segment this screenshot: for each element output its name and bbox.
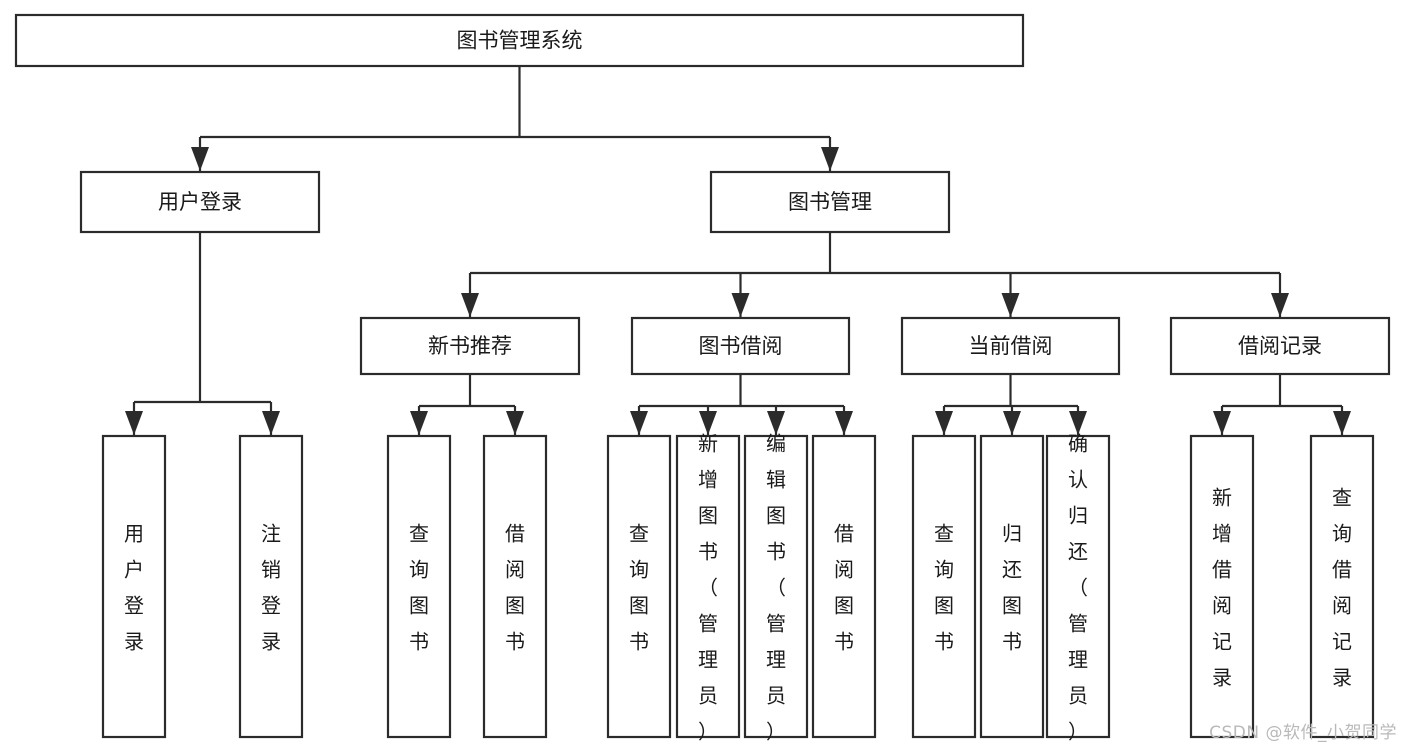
arrow-head-icon — [410, 411, 428, 435]
level2-node-box-book-borrow[interactable] — [630, 316, 851, 376]
leaf-node-box-leaf-query-book-2[interactable] — [606, 434, 672, 739]
leaf-node-label-leaf-edit-book: 编辑图书（管理员） — [766, 432, 786, 744]
arrow-head-icon — [1333, 411, 1351, 435]
leaf-node-label-leaf-query-book-1: 查询图书 — [409, 522, 429, 654]
arrow-head-icon — [262, 411, 280, 435]
level2-node-label-book-borrow: 图书借阅 — [699, 334, 783, 358]
leaf-node-label-leaf-logout-login: 注销登录 — [261, 522, 281, 654]
leaf-node-label-leaf-add-book: 新增图书（管理员） — [698, 432, 718, 744]
arrow-head-icon — [1069, 411, 1087, 435]
leaf-node-label-leaf-borrow-book-2: 借阅图书 — [834, 522, 854, 654]
arrow-head-icon — [1271, 293, 1289, 317]
level1-node-box-user-login[interactable] — [79, 170, 321, 234]
arrow-head-icon — [506, 411, 524, 435]
arrow-head-icon — [1001, 293, 1020, 317]
leaf-node-label-leaf-add-record: 新增借阅记录 — [1212, 486, 1232, 690]
level2-node-box-current-borrow[interactable] — [900, 316, 1121, 376]
leaf-node-label-leaf-query-book-2: 查询图书 — [629, 522, 649, 654]
level2-node-label-borrow-record: 借阅记录 — [1238, 334, 1322, 358]
node-boxes — [14, 13, 1391, 739]
leaf-node-box-leaf-borrow-book-1[interactable] — [482, 434, 548, 739]
level2-node-box-new-book-recommend[interactable] — [359, 316, 581, 376]
level1-node-box-book-management[interactable] — [709, 170, 951, 234]
level1-node-label-book-management: 图书管理 — [788, 190, 872, 214]
level2-node-label-current-borrow: 当前借阅 — [969, 334, 1053, 358]
arrow-head-icon — [461, 293, 479, 317]
arrow-head-icon — [767, 411, 785, 435]
level1-node-label-user-login: 用户登录 — [158, 190, 242, 214]
leaf-node-box-leaf-edit-book[interactable] — [743, 434, 809, 739]
leaf-node-label-leaf-query-book-3: 查询图书 — [934, 522, 954, 654]
level2-node-label-new-book-recommend: 新书推荐 — [428, 334, 512, 358]
leaf-node-label-leaf-confirm-return: 确认归还（管理员） — [1068, 432, 1088, 744]
leaf-node-label-leaf-query-record: 查询借阅记录 — [1332, 486, 1352, 690]
connector-lines — [125, 66, 1351, 435]
leaf-node-box-leaf-logout-login[interactable] — [238, 434, 304, 739]
node-labels: 图书管理系统用户登录图书管理新书推荐图书借阅当前借阅借阅记录用户登录注销登录查询… — [124, 29, 1352, 744]
leaf-node-box-leaf-return-book[interactable] — [979, 434, 1045, 739]
leaf-node-label-leaf-user-login: 用户登录 — [124, 522, 144, 654]
arrow-head-icon — [835, 411, 853, 435]
arrow-head-icon — [821, 147, 839, 171]
leaf-node-label-leaf-return-book: 归还图书 — [1002, 522, 1022, 654]
leaf-node-box-leaf-query-book-1[interactable] — [386, 434, 452, 739]
arrow-head-icon — [1003, 411, 1021, 435]
leaf-node-box-leaf-confirm-return[interactable] — [1045, 434, 1111, 739]
arrow-head-icon — [1213, 411, 1231, 435]
arrow-head-icon — [699, 411, 717, 435]
arrow-head-icon — [731, 293, 750, 317]
arrow-head-icon — [125, 411, 143, 435]
root-node-label: 图书管理系统 — [457, 29, 583, 53]
leaf-node-label-leaf-borrow-book-1: 借阅图书 — [505, 522, 525, 654]
leaf-node-box-leaf-add-book[interactable] — [675, 434, 741, 739]
leaf-node-box-leaf-add-record[interactable] — [1189, 434, 1255, 739]
root-node-box[interactable] — [14, 13, 1025, 68]
leaf-node-box-leaf-borrow-book-2[interactable] — [811, 434, 877, 739]
arrow-head-icon — [191, 147, 209, 171]
leaf-node-box-leaf-query-book-3[interactable] — [911, 434, 977, 739]
arrow-head-icon — [935, 411, 953, 435]
level2-node-box-borrow-record[interactable] — [1169, 316, 1391, 376]
leaf-node-box-leaf-query-record[interactable] — [1309, 434, 1375, 739]
leaf-node-box-leaf-user-login[interactable] — [101, 434, 167, 739]
arrow-head-icon — [630, 411, 648, 435]
